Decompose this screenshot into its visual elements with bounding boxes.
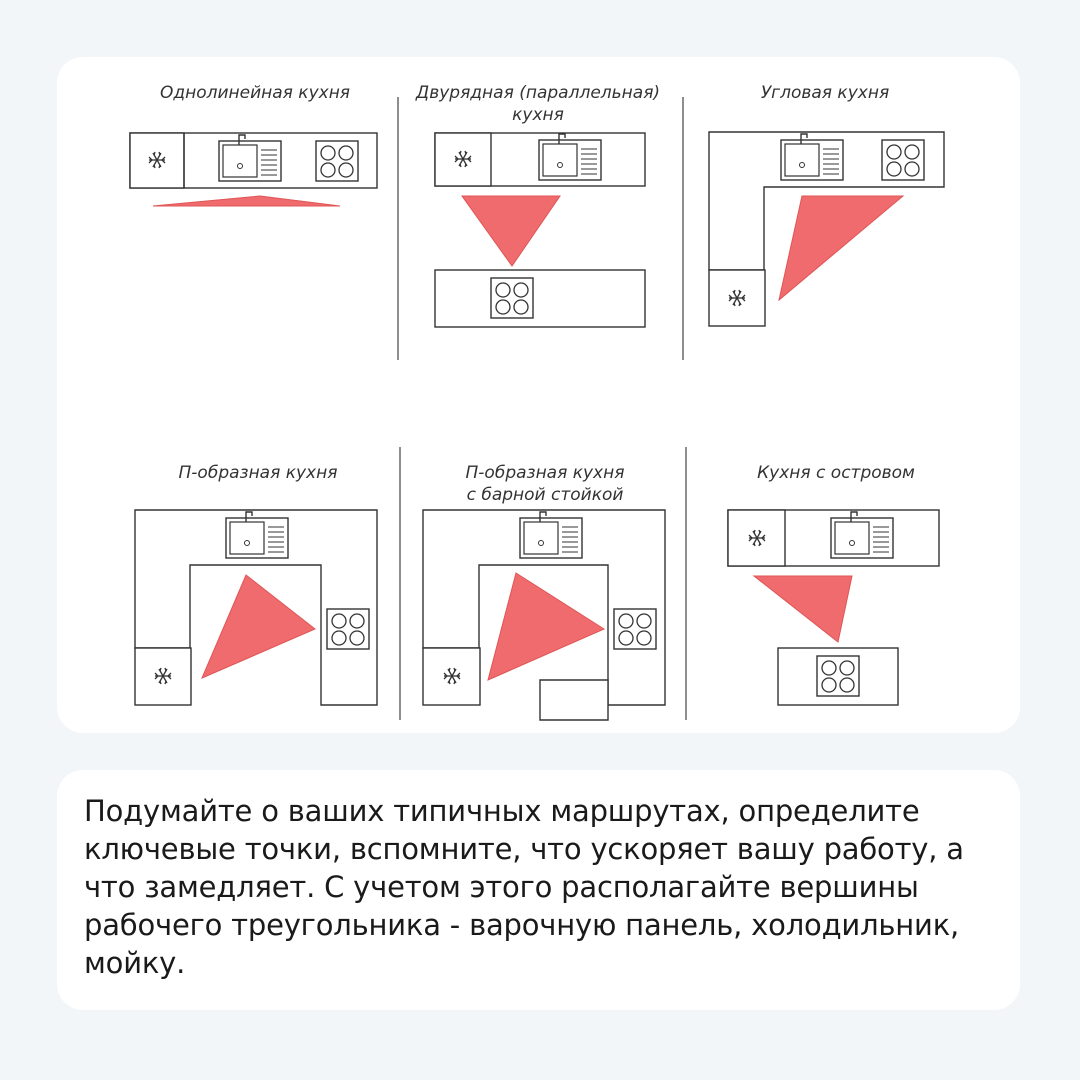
text-card: Подумайте о ваших типичных маршрутах, оп…	[57, 770, 1020, 1010]
work-triangle	[461, 195, 561, 267]
diagram-card: Однолинейная кухня Двурядная (параллельн…	[57, 57, 1020, 733]
layout-parallel	[434, 132, 646, 328]
sink-icon	[225, 511, 289, 559]
title-parallel: Двурядная (параллельная)	[415, 83, 660, 103]
title-island: Кухня с островом	[757, 463, 915, 483]
work-triangle	[487, 572, 606, 681]
stove-icon	[881, 139, 925, 181]
bar-counter	[539, 679, 609, 721]
stove-icon	[613, 608, 657, 650]
sink-icon	[830, 511, 894, 559]
title-single-line: Однолинейная кухня	[160, 83, 350, 103]
work-triangle	[201, 574, 316, 679]
sink-icon	[538, 133, 602, 181]
title-u-shape-bar: П-образная кухня	[466, 463, 625, 483]
kitchen-layouts-diagram: Однолинейная кухня Двурядная (параллельн…	[129, 83, 945, 721]
title-corner: Угловая кухня	[761, 83, 889, 103]
work-triangle	[152, 195, 341, 207]
title-u-shape-bar-line2: с барной стойкой	[467, 485, 624, 505]
sink-icon	[519, 511, 583, 559]
layout-single-line	[129, 132, 378, 207]
layout-corner	[708, 131, 945, 327]
title-u-shape: П-образная кухня	[179, 463, 338, 483]
title-parallel-line2: кухня	[512, 105, 564, 125]
work-triangle	[752, 575, 853, 643]
layout-u-shape-bar	[422, 509, 666, 721]
stove-icon	[315, 140, 359, 182]
stove-icon	[326, 608, 370, 650]
stove-icon	[490, 277, 534, 319]
sink-icon	[218, 134, 282, 182]
stove-icon	[816, 655, 860, 697]
work-triangle	[778, 195, 905, 302]
layout-island	[727, 509, 940, 706]
sink-icon	[780, 133, 844, 181]
layout-u-shape	[134, 509, 378, 706]
caption-text: Подумайте о ваших типичных маршрутах, оп…	[84, 794, 964, 980]
